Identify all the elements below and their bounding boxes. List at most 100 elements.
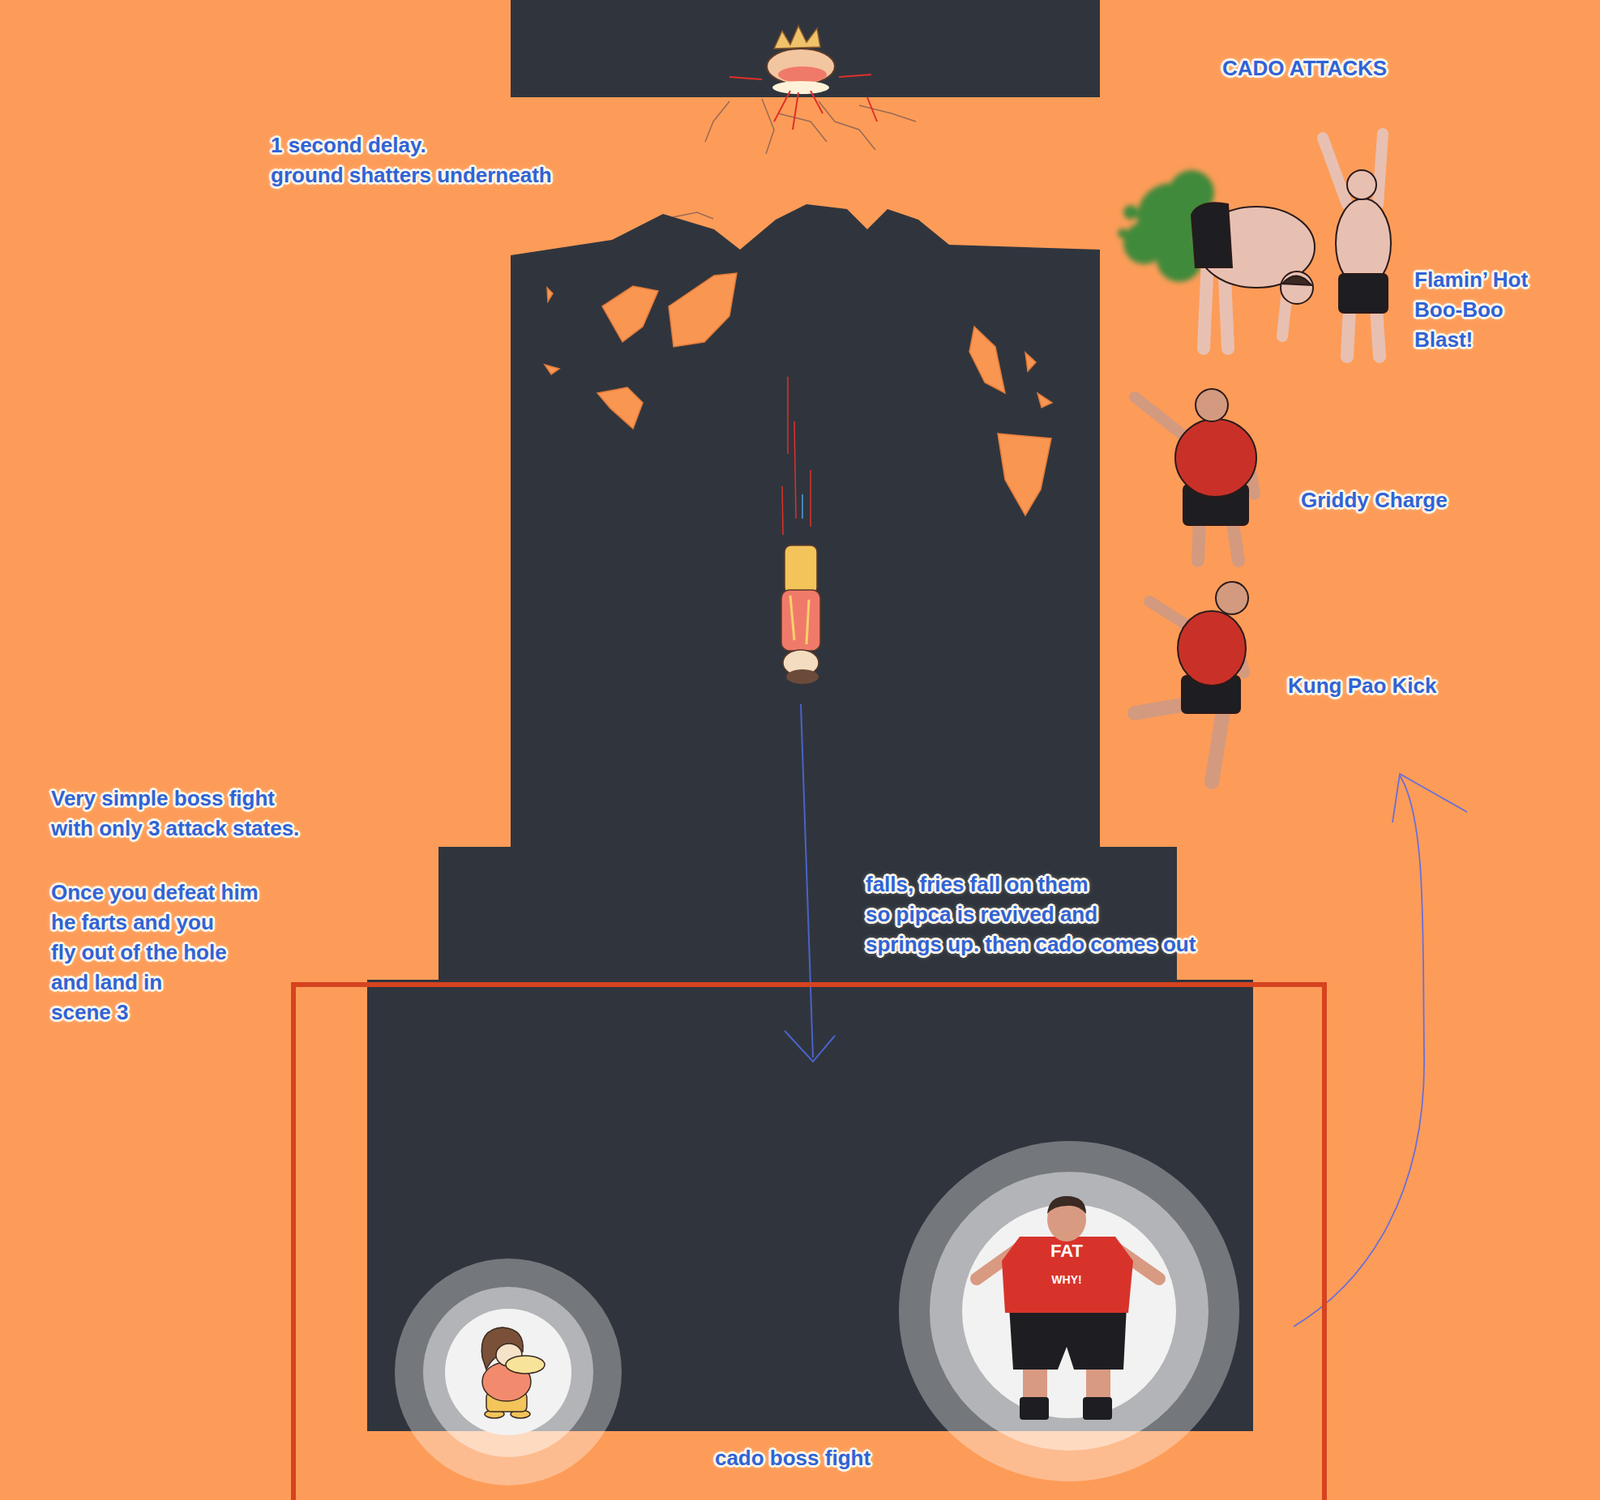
legs [784, 545, 818, 595]
text-line: CADO ATTACKS [1222, 53, 1387, 84]
dust [772, 81, 830, 95]
text-line: springs up. then cado comes out [865, 929, 1196, 960]
leg [1376, 308, 1380, 357]
crack [859, 105, 916, 122]
fragment [602, 286, 659, 343]
impact-line [838, 74, 872, 78]
shorts [1339, 273, 1388, 313]
speed-lines [782, 376, 811, 535]
leg [1347, 308, 1350, 357]
fragment [547, 287, 553, 302]
kick-figure [1134, 581, 1249, 783]
beak [505, 1356, 545, 1374]
cloud-puff [1117, 228, 1128, 239]
note-label: Once you defeat him he farts and you fly… [51, 877, 259, 1028]
text-line: FAT [1050, 1241, 1083, 1262]
impact-line [774, 90, 791, 122]
speed-line [794, 421, 796, 519]
text-line: Griddy Charge [1300, 485, 1448, 516]
boss-fight-frame: cado boss fight [290, 982, 1327, 1500]
attack-arrow [1293, 774, 1468, 1327]
fart-attack-figures [1117, 133, 1391, 357]
text-line: Very simple boss fight [51, 783, 300, 814]
arrow-head [784, 1031, 835, 1062]
text-line: ground shatters underneath [270, 160, 552, 191]
leg [1211, 706, 1224, 783]
head [1215, 581, 1249, 615]
text-line: and land in [51, 967, 259, 998]
fragment [1025, 352, 1036, 372]
head [1195, 389, 1228, 422]
impact-line [729, 77, 762, 80]
pit-shaft [367, 204, 1254, 1432]
speed-line [809, 470, 812, 527]
fall-arrow [784, 704, 835, 1062]
text-line: 1 second delay. [270, 130, 552, 161]
shirt [1177, 611, 1246, 686]
cado-character [976, 1196, 1160, 1421]
crack [818, 101, 876, 150]
text-line: Kung Pao Kick [1287, 671, 1437, 702]
text-line: Once you defeat him [51, 877, 259, 908]
shirt-print: FAT [1050, 1241, 1083, 1262]
hair [786, 669, 819, 685]
note-label: CADO ATTACKS [1222, 53, 1387, 84]
arrow-head [1392, 774, 1468, 823]
text-line: fly out of the hole [51, 937, 259, 968]
shorts [1191, 202, 1233, 268]
text-line: Blast! [1414, 325, 1528, 356]
note-label: Very simple boss fight with only 3 attac… [51, 783, 300, 844]
head [1347, 170, 1377, 200]
text-line: with only 3 attack states. [51, 813, 300, 844]
rock-fragments [544, 273, 1053, 516]
shirt-print: WHY! [1051, 1274, 1082, 1287]
note-label: Griddy Charge [1300, 485, 1448, 516]
speed-line [782, 486, 783, 535]
griddy-figure [1134, 389, 1257, 561]
fragment [1037, 393, 1053, 408]
crack [705, 101, 730, 142]
cloud-puff [1123, 205, 1138, 220]
arrow-curve [1293, 775, 1425, 1327]
hair [774, 25, 821, 49]
impact-line [867, 97, 878, 122]
sock [1019, 1397, 1049, 1421]
glow [394, 1258, 622, 1486]
crack [672, 212, 714, 219]
node-title: cado boss fight [714, 1443, 871, 1474]
top-ground [510, 0, 1100, 98]
spotlights [394, 1141, 1240, 1486]
fragment [544, 364, 560, 375]
speed-line [787, 376, 789, 454]
fragment [668, 273, 737, 347]
shorts [1009, 1306, 1127, 1370]
text-line: scene 3 [51, 997, 259, 1028]
crack [778, 113, 827, 142]
note-label: 1 second delay. ground shatters undernea… [270, 130, 552, 191]
shirt [1175, 419, 1257, 497]
glow [423, 1287, 594, 1458]
impact-lines [729, 74, 878, 130]
shirt [778, 66, 827, 83]
leg [1022, 1366, 1048, 1403]
speed-line [801, 494, 804, 519]
note-label: falls, fries fall on them so pipca is re… [865, 869, 1196, 960]
impact-line [792, 92, 799, 130]
leg [1203, 259, 1208, 349]
text-line: he farts and you [51, 907, 259, 938]
impact-character [729, 25, 878, 130]
arm [1322, 137, 1348, 205]
hair [1047, 1196, 1087, 1215]
note-label: Kung Pao Kick [1287, 671, 1437, 702]
text-line: falls, fries fall on them [865, 869, 1196, 900]
leg [1086, 1366, 1111, 1403]
head [1280, 271, 1314, 304]
glow [898, 1141, 1240, 1482]
falling-character [781, 376, 821, 685]
text-line: Flamin’ Hot [1414, 265, 1528, 296]
arm [1377, 133, 1383, 205]
sock [1082, 1397, 1113, 1421]
